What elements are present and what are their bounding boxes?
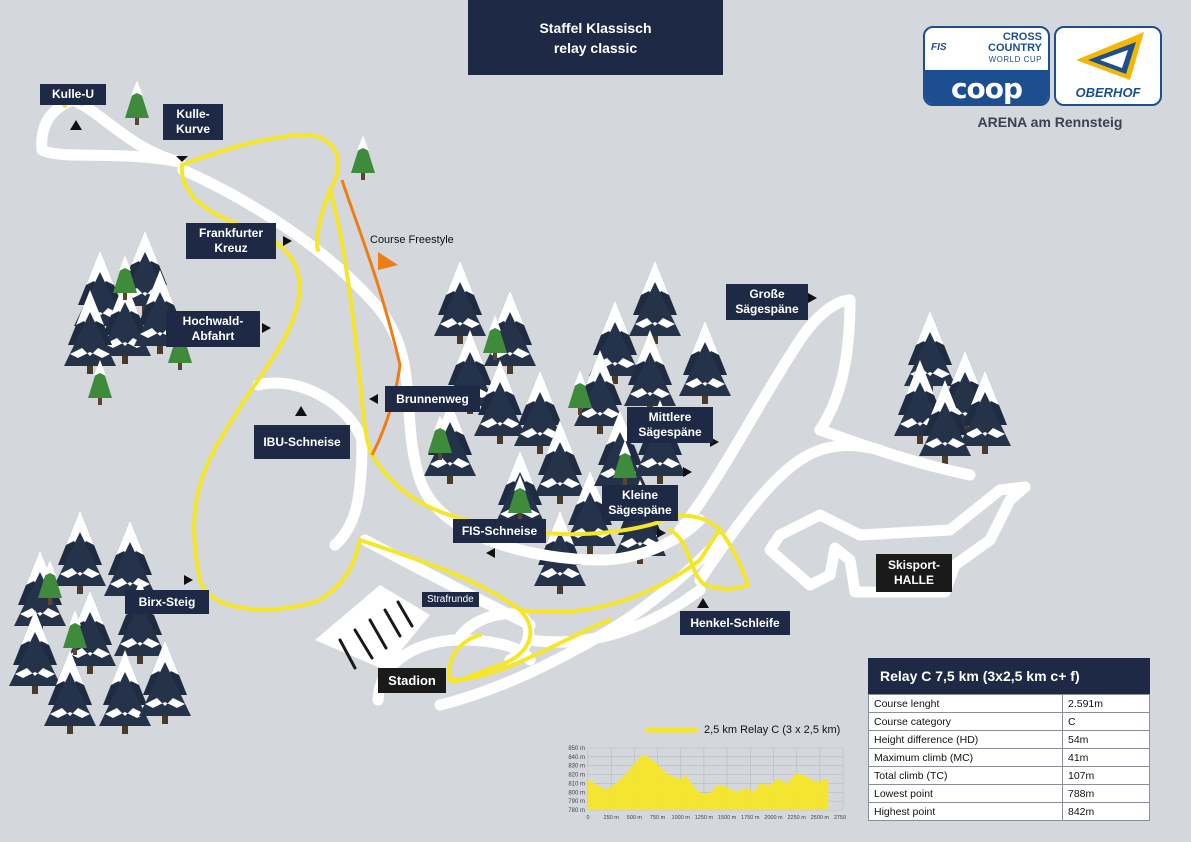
label-kulle-u: Kulle-U [40,84,106,105]
label-frankfurter-kreuz: Frankfurter Kreuz [186,223,276,259]
profile-y-tick: 850 m [568,746,585,752]
legend-relay-route: 2,5 km Relay C (3 x 2,5 km) [704,724,841,736]
profile-x-tick: 500 m [627,815,643,821]
skisport-halle-outline [764,481,1031,598]
forest-right [894,310,1011,464]
profile-x-tick: 250 m [604,815,620,821]
elevation-profile: 850 m 840 m 830 m 820 m 810 m 800 m 790 m 780 m… [568,746,848,821]
title-line-2: relay classic [553,40,638,56]
info-value: 54m [1062,730,1150,749]
fis-coop-logo: FIS CROSS COUNTRY WORLD CUP coop [923,26,1050,106]
profile-x-tick: 1250 m [695,815,714,821]
profile-x-tick: 0 [586,815,589,821]
profile-y-tick: 780 m [568,808,585,814]
label-strafrunde: Strafrunde [422,592,479,607]
profile-x-tick: 2500 m [811,815,830,821]
course-info-panel: Relay C 7,5 km (3x2,5 km c+ f) Course le… [868,658,1150,821]
profile-y-tick: 830 m [568,764,585,770]
profile-y-tick: 810 m [568,781,585,787]
info-label: Height difference (HD) [868,730,1063,749]
label-kleine-saegespaene: Kleine Sägespäne [602,485,678,521]
label-mittlere-saegespaene: Mittlere Sägespäne [627,407,713,443]
info-row: Total climb (TC)107m [868,766,1150,785]
label-hochwald-abfahrt: Hochwald- Abfahrt [166,311,260,347]
fis-logo-mark: FIS [931,42,947,53]
info-value: 2.591m [1062,694,1150,713]
logo-world-cup: WORLD CUP [988,55,1042,64]
info-value: 107m [1062,766,1150,785]
info-label: Highest point [868,802,1063,821]
profile-x-tick: 2000 m [764,815,783,821]
profile-x-tick: 1750 m [741,815,760,821]
logo-country: COUNTRY [988,42,1042,54]
info-label: Maximum climb (MC) [868,748,1063,767]
label-brunnenweg: Brunnenweg [385,386,480,412]
relay-route [61,96,750,684]
label-fis-schneise: FIS-Schneise [453,519,546,543]
label-henkel-schleife: Henkel-Schleife [680,611,790,635]
info-label: Total climb (TC) [868,766,1063,785]
map-title: Staffel Klassisch relay classic [468,0,723,75]
info-label: Course category [868,712,1063,731]
tree-top [351,135,375,180]
direction-markers [70,120,817,608]
profile-y-tick: 800 m [568,790,585,796]
info-value: C [1062,712,1150,731]
forest-bottom-left [9,510,191,734]
label-course-freestyle: Course Freestyle [370,234,454,246]
profile-x-tick: 2250 m [787,815,806,821]
info-label: Course lenght [868,694,1063,713]
title-line-1: Staffel Klassisch [539,20,652,36]
freestyle-arrow-icon [378,252,398,270]
info-value: 788m [1062,784,1150,803]
freestyle-route [340,179,402,456]
label-skisport-halle: Skisport- HALLE [876,554,952,592]
logo-cross: CROSS [1002,31,1042,43]
oberhof-logo: OBERHOF [1054,26,1162,106]
label-ibu-schneise: IBU-Schneise [254,425,350,459]
profile-x-tick: 1500 m [718,815,737,821]
label-stadion: Stadion [378,668,446,693]
profile-y-tick: 820 m [568,773,585,779]
info-value: 842m [1062,802,1150,821]
info-row: Maximum climb (MC)41m [868,748,1150,767]
label-kulle-kurve: Kulle- Kurve [163,104,223,140]
profile-x-tick: 1000 m [672,815,691,821]
profile-area [588,755,829,810]
info-row: Height difference (HD)54m [868,730,1150,749]
profile-y-tick: 790 m [568,799,585,805]
coop-logo: coop [925,70,1048,104]
profile-x-tick: 750 m [650,815,666,821]
course-info-title: Relay C 7,5 km (3x2,5 km c+ f) [868,658,1150,694]
tree-kulle [125,80,149,125]
label-grosse-saegespaene: Große Sägespäne [726,284,808,320]
info-value: 41m [1062,748,1150,767]
oberhof-text: OBERHOF [1075,85,1141,100]
stadion-area [315,585,430,670]
venue-name: ARENA am Rennsteig [977,114,1123,130]
oberhof-emblem-icon [1076,32,1144,80]
profile-y-tick: 840 m [568,755,585,761]
info-label: Lowest point [868,784,1063,803]
label-birx-steig: Birx-Steig [125,590,209,614]
profile-x-tick: 2750 m [834,815,848,821]
